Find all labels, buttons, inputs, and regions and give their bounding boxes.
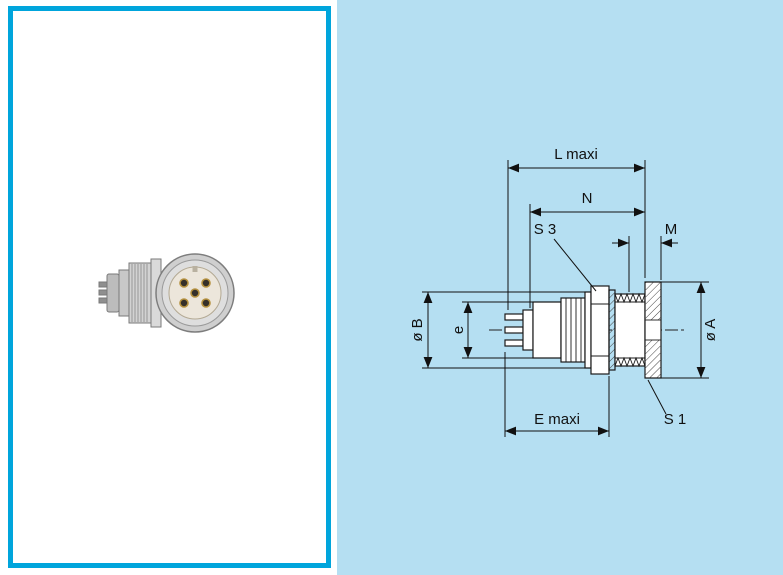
connector-photo <box>98 253 235 333</box>
connector-details <box>565 292 661 368</box>
flange-hatch-bottom <box>645 340 661 378</box>
flange-hatch-top <box>645 282 661 320</box>
photo-panel <box>8 6 331 568</box>
dim-label-m: M <box>665 221 678 238</box>
connector-outline <box>504 281 662 379</box>
photo-body <box>106 258 162 328</box>
dim-label-s3: S 3 <box>534 221 557 238</box>
drawing-panel: L maxi N S 3 M ø B e ø A E maxi S 1 <box>337 0 783 575</box>
dimension-lines <box>422 160 709 437</box>
dim-label-n: N <box>582 190 593 207</box>
photo-contact-sockets <box>179 278 211 308</box>
dim-label-e: e <box>450 326 467 334</box>
dim-label-s1: S 1 <box>664 411 687 428</box>
dim-label-e-maxi: E maxi <box>534 411 580 428</box>
technical-drawing: L maxi N S 3 M ø B e ø A E maxi S 1 <box>409 146 719 437</box>
dim-label-l-maxi: L maxi <box>554 146 598 163</box>
photo-knurl-ring <box>131 264 148 322</box>
dim-label-dia-a: ø A <box>702 319 719 342</box>
dim-label-dia-b: ø B <box>409 318 426 341</box>
